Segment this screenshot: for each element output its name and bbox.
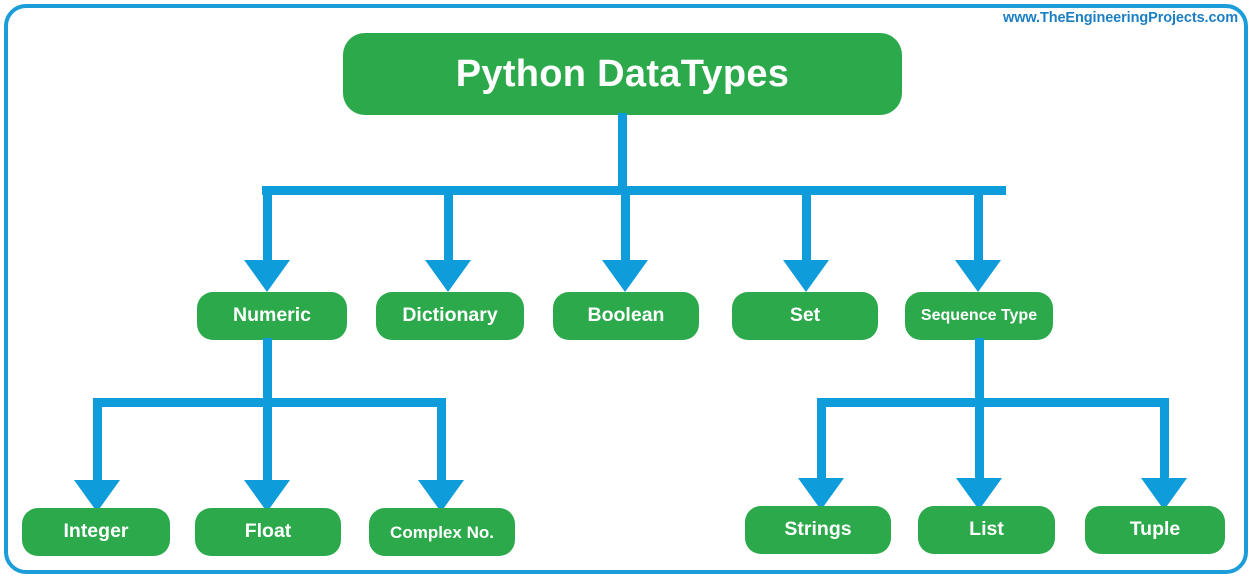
node-label: Boolean xyxy=(587,304,665,327)
node-label: Dictionary xyxy=(402,304,498,327)
node-label: Set xyxy=(789,304,821,327)
node-label: Integer xyxy=(63,520,129,543)
connector-root-trunk xyxy=(618,113,627,191)
arrowhead-float xyxy=(244,480,290,512)
connector-drop-complex xyxy=(437,398,446,484)
node-label: Numeric xyxy=(232,304,312,327)
connector-numeric-trunk xyxy=(263,338,272,406)
connector-drop-numeric xyxy=(263,186,272,262)
arrowhead-strings xyxy=(798,478,844,510)
connector-drop-strings xyxy=(817,398,826,482)
connector-drop-integer xyxy=(93,398,102,484)
connector-main-bus xyxy=(262,186,1006,195)
node-label: Float xyxy=(244,520,292,543)
connector-drop-boolean xyxy=(621,186,630,262)
connector-drop-tuple xyxy=(1160,398,1169,482)
node-tuple[interactable]: Tuple xyxy=(1085,506,1225,554)
connector-drop-float xyxy=(263,398,272,484)
connector-drop-sequence xyxy=(974,186,983,262)
arrowhead-tuple xyxy=(1141,478,1187,510)
node-label: Tuple xyxy=(1129,518,1181,541)
arrowhead-list xyxy=(956,478,1002,510)
connector-drop-list xyxy=(975,398,984,482)
node-label: Strings xyxy=(784,518,852,541)
node-complex-no[interactable]: Complex No. xyxy=(369,508,515,556)
arrowhead-numeric xyxy=(244,260,290,292)
node-set[interactable]: Set xyxy=(732,292,878,340)
arrowhead-set xyxy=(783,260,829,292)
node-label: Complex No. xyxy=(390,522,494,542)
node-list[interactable]: List xyxy=(918,506,1055,554)
arrowhead-boolean xyxy=(602,260,648,292)
node-float[interactable]: Float xyxy=(195,508,341,556)
arrowhead-dictionary xyxy=(425,260,471,292)
node-python-datatypes[interactable]: Python DataTypes xyxy=(343,33,902,115)
node-sequence-type[interactable]: Sequence Type xyxy=(905,292,1053,340)
arrowhead-complex xyxy=(418,480,464,512)
connector-sequence-bus xyxy=(817,398,1169,407)
connector-sequence-trunk xyxy=(975,338,984,406)
node-dictionary[interactable]: Dictionary xyxy=(376,292,524,340)
arrowhead-integer xyxy=(74,480,120,512)
connector-drop-set xyxy=(802,186,811,262)
node-label: List xyxy=(969,518,1004,541)
connector-drop-dictionary xyxy=(444,186,453,262)
node-numeric[interactable]: Numeric xyxy=(197,292,347,340)
node-label: Python DataTypes xyxy=(455,53,790,95)
site-url-watermark: www.TheEngineeringProjects.com xyxy=(1003,10,1238,26)
arrowhead-sequence xyxy=(955,260,1001,292)
node-integer[interactable]: Integer xyxy=(22,508,170,556)
node-label: Sequence Type xyxy=(920,307,1038,324)
node-boolean[interactable]: Boolean xyxy=(553,292,699,340)
node-strings[interactable]: Strings xyxy=(745,506,891,554)
